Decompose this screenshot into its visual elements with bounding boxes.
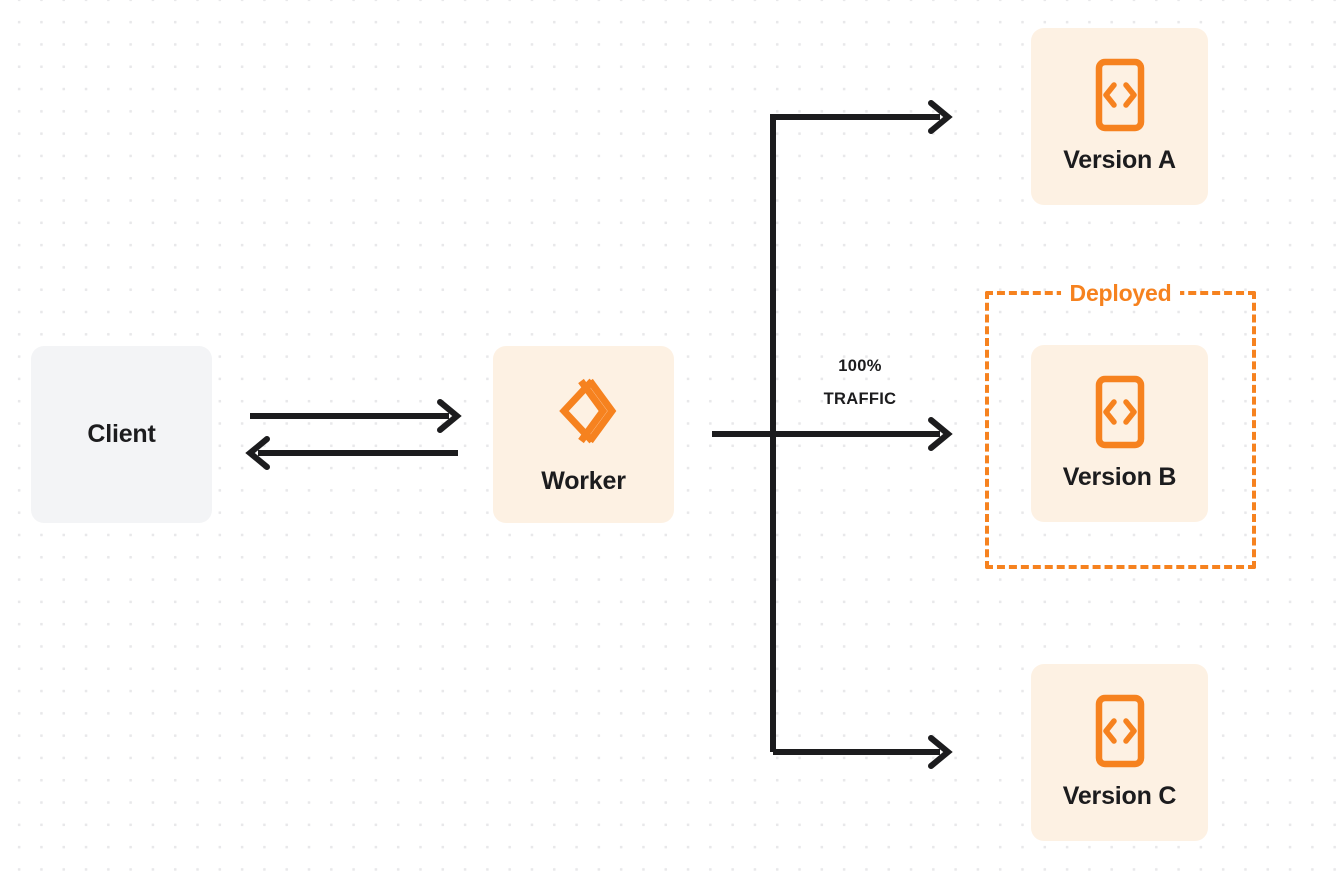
node-version-b[interactable]: Version B <box>1031 345 1208 522</box>
code-file-icon <box>1090 694 1150 768</box>
arrow-worker-to-client <box>245 436 458 470</box>
deployed-group-label: Deployed <box>1060 278 1181 308</box>
arrow-worker-to-version-c <box>773 735 953 769</box>
traffic-percent: 100% <box>838 357 882 375</box>
traffic-word: TRAFFIC <box>823 389 897 408</box>
code-file-icon <box>1090 375 1150 449</box>
version-a-label: Version A <box>1063 146 1176 174</box>
worker-label: Worker <box>541 467 626 495</box>
version-b-label: Version B <box>1062 463 1177 491</box>
code-file-icon <box>1090 58 1150 132</box>
arrow-client-to-worker <box>250 399 462 433</box>
version-c-label: Version C <box>1062 782 1177 810</box>
cloudflare-workers-logo-icon <box>546 373 622 449</box>
deployed-group: Deployed <box>985 278 1256 569</box>
node-version-c[interactable]: Version C <box>1031 664 1208 841</box>
node-worker[interactable]: Worker <box>493 346 674 523</box>
arrow-worker-to-version-b <box>712 417 953 451</box>
node-client[interactable]: Client <box>31 346 212 523</box>
traffic-annotation: 100% TRAFFIC <box>790 350 930 415</box>
arrow-worker-to-version-a <box>770 100 953 752</box>
node-version-a[interactable]: Version A <box>1031 28 1208 205</box>
client-label: Client <box>87 420 156 448</box>
